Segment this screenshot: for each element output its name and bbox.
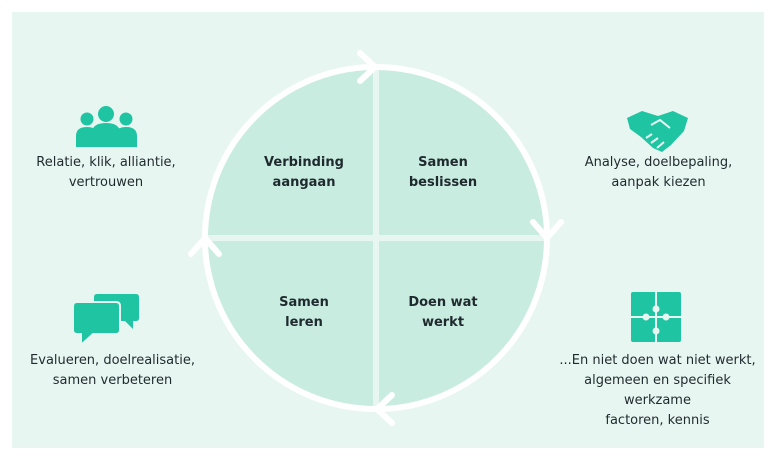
quadrant-top-right: [376, 67, 547, 238]
chat-bubbles-icon: [72, 294, 139, 348]
arrowhead-right: [530, 219, 564, 241]
handshake-icon: [627, 111, 688, 152]
side-label-evalueren: Evalueren, doelrealisatie,samen verbeter…: [30, 353, 195, 388]
people-group-icon: [76, 106, 137, 147]
arrowhead-left: [188, 235, 222, 257]
side-label-relatie: Relatie, klik, alliantie,vertrouwen: [36, 155, 176, 190]
quadrant-top-left: [205, 67, 376, 238]
quadrant-bottom-left: [205, 238, 376, 409]
cycle-arc-top-left: [202, 64, 372, 239]
side-label-analyse: Analyse, doelbepaling,aanpak kiezen: [584, 155, 733, 190]
arrowhead-top: [357, 50, 378, 84]
quadrant-bottom-right: [376, 238, 547, 409]
cycle-arc-bottom-right: [380, 237, 550, 412]
cycle-arc-top-right: [375, 64, 550, 234]
side-label-niet-doen: ...En niet doen wat niet werkt,algemeen …: [559, 353, 756, 428]
puzzle-icon: [631, 292, 681, 342]
cycle-arc-bottom-left: [202, 242, 377, 412]
arrowhead-bottom: [374, 392, 395, 426]
